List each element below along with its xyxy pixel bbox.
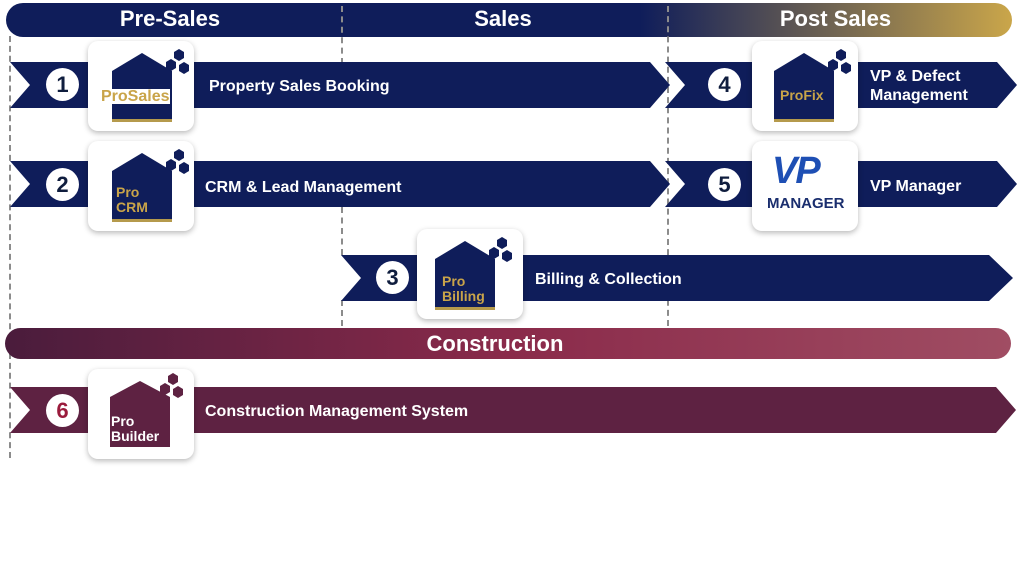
phase-pre-sales: Pre-Sales — [119, 6, 221, 31]
procrm-logo-line1: Pro — [116, 184, 140, 200]
divider-sales-right — [667, 6, 669, 326]
label-crm-lead-management: CRM & Lead Management — [205, 179, 402, 196]
vp-manager-logo[interactable]: VP MANAGER — [752, 141, 858, 231]
profix-logo[interactable]: ProFix — [752, 41, 858, 131]
label-construction-management: Construction Management System — [205, 403, 469, 420]
vp-manager-logo-vp: VP — [772, 150, 821, 192]
step-number-1: 1 — [46, 68, 79, 101]
divider-sales-left-lower — [341, 207, 343, 255]
divider-sales-left-bottom — [341, 300, 343, 326]
house-icon — [774, 49, 851, 122]
prosales-logo[interactable]: ProSales — [88, 41, 194, 131]
construction-header: Construction — [426, 331, 564, 356]
phase-sales: Sales — [474, 6, 532, 31]
construction-header-bar — [5, 328, 1011, 359]
step-number-4: 4 — [708, 68, 741, 101]
house-icon — [112, 149, 189, 222]
house-icon — [110, 373, 183, 447]
probuilder-logo-line2: Builder — [111, 428, 160, 444]
probilling-logo[interactable]: Pro Billing — [417, 229, 523, 319]
arrow-construction-management — [10, 387, 1016, 433]
step-number-5: 5 — [708, 168, 741, 201]
label-billing-collection: Billing & Collection — [535, 271, 682, 288]
prosales-logo-text: ProSales — [100, 88, 171, 105]
house-icon — [435, 237, 512, 310]
procrm-logo[interactable]: Pro CRM — [88, 141, 194, 231]
divider-sales-left — [341, 6, 343, 64]
step-number-2: 2 — [46, 168, 79, 201]
probilling-logo-line2: Billing — [442, 288, 485, 304]
step-number-6: 6 — [46, 394, 79, 427]
probuilder-logo[interactable]: Pro Builder — [88, 369, 194, 459]
probilling-logo-line1: Pro — [442, 273, 466, 289]
label-property-sales-booking: Property Sales Booking — [209, 78, 390, 95]
label-vp-defect-line1: VP & Defect — [870, 68, 961, 85]
vp-manager-logo-manager: MANAGER — [767, 195, 845, 212]
step-number-3: 3 — [376, 261, 409, 294]
phase-post-sales: Post Sales — [779, 6, 892, 31]
label-vp-defect-line2: Management — [870, 87, 968, 104]
profix-logo-text: ProFix — [780, 87, 824, 103]
probuilder-logo-line1: Pro — [111, 413, 135, 429]
house-icon — [112, 49, 189, 122]
phase-header-bar — [6, 3, 1012, 37]
divider-pre-sales — [9, 36, 11, 458]
procrm-logo-line2: CRM — [116, 199, 148, 215]
label-vp-manager: VP Manager — [870, 178, 962, 195]
